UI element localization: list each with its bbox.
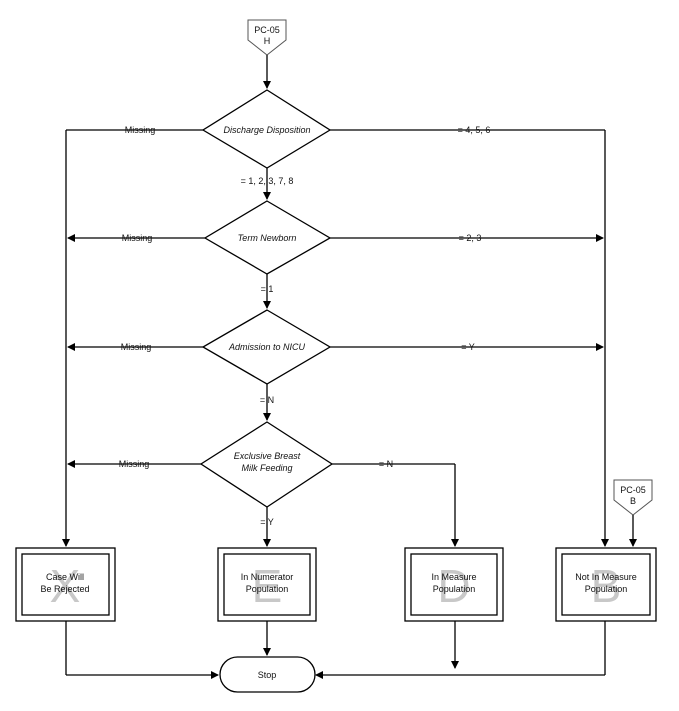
decision-term-newborn: Term Newborn [203,200,332,275]
decision-breast-label-1: Exclusive Breast [234,451,301,461]
discharge-missing-label: Missing [125,125,156,135]
connector-pc05-b: PC-05 B [613,479,653,516]
newborn-right-label: = 2, 3 [459,233,482,243]
outcome-not-in-measure: B Not In Measure Population [555,547,657,622]
nicu-right-label: = Y [461,342,475,352]
outcome-d-line1: In Measure [431,572,476,582]
connector-top-line2: H [264,36,271,46]
outcome-e-letter: E [252,560,283,612]
connector-right-line2: B [630,496,636,506]
breast-right-label: = N [379,459,393,469]
decision-nicu-label: Admission to NICU [228,342,306,352]
newborn-missing-label: Missing [122,233,153,243]
outcome-d-line2: Population [433,584,476,594]
outcome-b-line2: Population [585,584,628,594]
outcome-x-line2: Be Rejected [40,584,89,594]
discharge-right-label: = 4, 5, 6 [458,125,491,135]
terminal-stop: Stop [219,656,316,693]
connector-top-line1: PC-05 [254,25,280,35]
outcome-measure-population: D In Measure Population [404,547,504,622]
decision-exclusive-breast-milk: Exclusive Breast Milk Feeding [199,421,334,508]
decision-admission-nicu: Admission to NICU [201,309,332,385]
stop-label: Stop [258,670,277,680]
discharge-down-label: = 1, 2, 3, 7, 8 [241,176,294,186]
outcome-b-line1: Not In Measure [575,572,637,582]
decision-discharge-label: Discharge Disposition [223,125,310,135]
breast-down-label: = Y [260,517,274,527]
nicu-missing-label: Missing [121,342,152,352]
decision-newborn-label: Term Newborn [238,233,297,243]
newborn-down-label: = 1 [261,284,274,294]
decision-breast-label-2: Milk Feeding [241,463,292,473]
nicu-down-label: = N [260,395,274,405]
outcome-e-line2: Population [246,584,289,594]
decision-discharge-disposition: Discharge Disposition [201,89,332,169]
outcome-numerator-population: E In Numerator Population [217,547,317,622]
outcome-e-line1: In Numerator [241,572,294,582]
outcome-x-letter: X [50,560,81,612]
connector-right-line1: PC-05 [620,485,646,495]
connector-pc05-h: PC-05 H [247,19,287,56]
outcome-x-line1: Case Will [46,572,84,582]
outcome-b-letter: B [591,560,622,612]
outcome-d-letter: D [437,560,470,612]
breast-missing-label: Missing [119,459,150,469]
outcome-case-rejected: X Case Will Be Rejected [15,547,116,622]
